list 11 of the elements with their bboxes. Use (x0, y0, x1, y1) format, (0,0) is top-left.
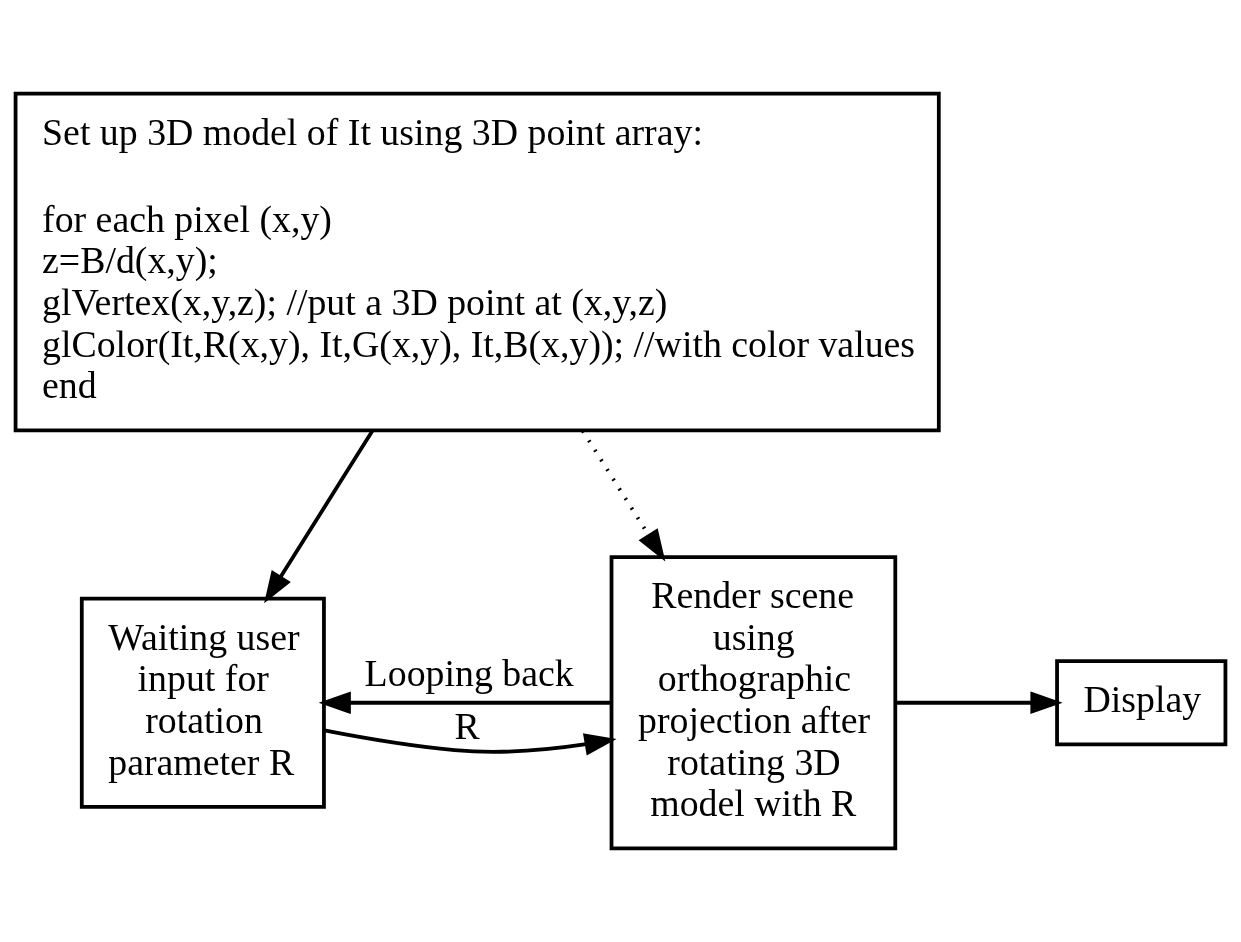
arrow (581, 429, 666, 562)
arrow (895, 691, 1063, 715)
arrow (324, 728, 617, 756)
edge-label: Looping back (364, 651, 574, 694)
edge-label: R (454, 704, 480, 747)
node-box: Render scene using orthographic projection after rotating 3D model with R (609, 555, 898, 851)
node-box: Set up 3D model of It using 3D point array: for each pixel (x,y) z=B/d(x,y); glVertex(x,y,z); //put a 3D point at (x,y,z) glColor(It,R(x,y), It,G(x,y), It,B(x,y)); //with color values end (13, 91, 941, 433)
arrow (264, 429, 374, 604)
arrow (318, 691, 612, 715)
node-box: Display (1055, 659, 1228, 747)
node-box: Waiting user input for rotation parameter R (79, 596, 326, 809)
